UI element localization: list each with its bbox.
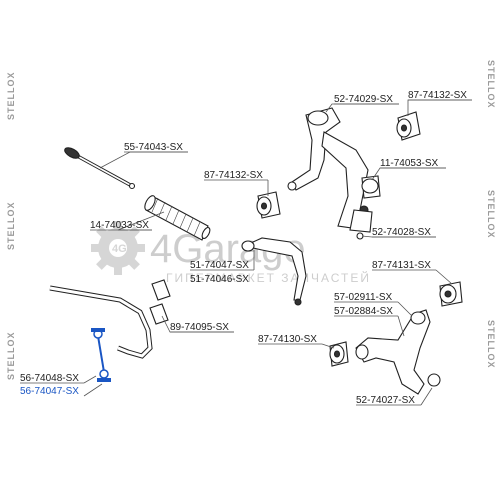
watermark-tagline: ГИПЕРМАРКЕТ ЗАПЧАСТЕЙ	[166, 270, 371, 285]
label-51-74047[interactable]: 51-74047-SX	[190, 260, 249, 271]
bushing-lower-left-part[interactable]	[329, 341, 349, 367]
label-52-74028[interactable]: 52-74028-SX	[372, 227, 431, 238]
label-87-74132-mid[interactable]: 87-74132-SX	[204, 170, 263, 181]
label-87-74131[interactable]: 87-74131-SX	[372, 260, 431, 271]
label-55-74043[interactable]: 55-74043-SX	[124, 142, 183, 153]
bushing-lower-right-part[interactable]	[439, 281, 463, 307]
left-brand-strip: STELLOX STELLOX STELLOX	[6, 71, 16, 380]
label-56-74048[interactable]: 56-74048-SX	[20, 373, 79, 384]
bushing-mid-part[interactable]	[256, 191, 281, 219]
left-brand-text-3: STELLOX	[6, 331, 16, 380]
stabilizer-link-part[interactable]	[91, 328, 111, 382]
label-87-74130[interactable]: 87-74130-SX	[258, 334, 317, 345]
right-brand-strip: STELLOX STELLOX STELLOX	[486, 60, 496, 369]
control-arm-link-part[interactable]	[241, 237, 307, 306]
stabilizer-bar-part	[49, 285, 153, 359]
label-56-74047-selected[interactable]: 56-74047-SX	[20, 386, 79, 397]
label-57-02884[interactable]: 57-02884-SX	[334, 306, 393, 317]
tie-rod-part[interactable]	[63, 146, 136, 190]
left-brand-text-1: STELLOX	[6, 71, 16, 120]
4garage-gear-logo-icon: 4G	[91, 221, 145, 275]
ball-joint-upper-part[interactable]	[359, 175, 381, 215]
label-87-74132-top[interactable]: 87-74132-SX	[408, 90, 467, 101]
label-57-02911[interactable]: 57-02911-SX	[334, 292, 393, 303]
label-52-74027[interactable]: 52-74027-SX	[356, 395, 415, 406]
lower-control-arm-part[interactable]	[355, 309, 441, 395]
stabilizer-bushing-part[interactable]	[149, 279, 171, 325]
bushing-top-part[interactable]	[396, 111, 421, 141]
left-brand-text-2: STELLOX	[6, 201, 16, 250]
right-brand-text-1: STELLOX	[486, 60, 496, 109]
right-brand-text-3: STELLOX	[486, 320, 496, 369]
label-11-74053[interactable]: 11-74053-SX	[380, 158, 439, 169]
label-14-74033[interactable]: 14-74033-SX	[90, 220, 149, 231]
label-52-74029[interactable]: 52-74029-SX	[334, 94, 393, 105]
steering-knuckle-part[interactable]	[349, 209, 373, 240]
label-51-74046[interactable]: 51-74046-SX	[190, 274, 249, 285]
svg-text:4G: 4G	[112, 243, 127, 255]
upper-control-arm-part[interactable]	[287, 107, 369, 229]
steering-boot-part[interactable]	[143, 194, 212, 241]
label-89-74095[interactable]: 89-74095-SX	[170, 322, 229, 333]
right-brand-text-2: STELLOX	[486, 190, 496, 239]
part-labels: 52-74029-SX 87-74132-SX 55-74043-SX 11-7…	[20, 90, 472, 406]
